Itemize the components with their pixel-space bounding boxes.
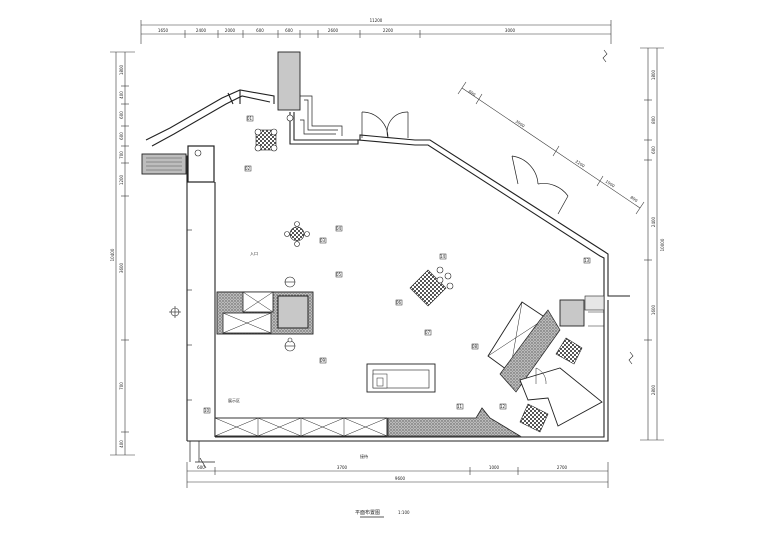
dim-diag-2: 3000 [514, 119, 526, 129]
dim-top-4: 600 [256, 28, 264, 33]
dim-left-5: 700 [119, 151, 124, 159]
lounge-chair-bottom [519, 403, 549, 433]
total-width-label: 11200 [370, 18, 383, 23]
dim-top-3: 2000 [225, 28, 236, 33]
bottom-dimension-chain [186, 462, 609, 488]
right-column-cap [584, 295, 605, 311]
entrance-double-door [361, 111, 409, 139]
dim-right-5: 1600 [651, 304, 656, 315]
tag-boxes [203, 115, 591, 414]
room-label-entry: 入口 [250, 251, 258, 256]
structural-column-top [277, 51, 301, 111]
table-set-top [254, 128, 278, 152]
dim-left-2: 400 [119, 91, 124, 99]
dim-top-6: 2600 [328, 28, 339, 33]
service-room-box [187, 145, 215, 183]
break-lines [602, 49, 634, 365]
tag-09: 09 [320, 358, 326, 363]
angled-wall-door [511, 155, 569, 215]
display-island-box [277, 295, 309, 329]
reception-door-swing [535, 367, 547, 385]
tag-03: 03 [320, 238, 326, 243]
cabinet-a-cross [242, 291, 274, 313]
dim-right-2: 800 [651, 116, 656, 124]
sofa-arm-marker [376, 377, 384, 387]
dim-top-2: 2400 [196, 28, 207, 33]
reception-desk-angled [499, 309, 561, 393]
tag-13: 13 [584, 258, 590, 263]
bottom-overall-dim: 9600 [395, 476, 406, 481]
top-dimension-chain [140, 20, 612, 44]
room-label-reception: 接待 [360, 453, 368, 459]
dim-diag-3: 2200 [574, 159, 586, 169]
dim-bottom-2: 3700 [337, 465, 348, 470]
entry-stair-lines [300, 95, 343, 136]
column-marker [286, 114, 294, 122]
dim-top-7: 2200 [383, 28, 394, 33]
dim-diag-5: 800 [629, 195, 639, 204]
left-overall-dim: 10400 [110, 248, 115, 261]
dim-diag-4: 1000 [604, 179, 616, 189]
tag-05: 05 [336, 272, 342, 277]
axis-marker [169, 306, 181, 318]
structural-column-right [559, 299, 585, 327]
tag-11: 11 [457, 404, 463, 409]
tag-10: 10 [204, 408, 210, 413]
dim-left-4: 600 [119, 132, 124, 140]
round-table-center [284, 221, 310, 247]
dim-left-8: 700 [119, 382, 124, 390]
dim-top-1: 1650 [158, 28, 169, 33]
dim-right-6: 2800 [651, 384, 656, 395]
dim-diag-1: 600 [467, 89, 477, 98]
dim-right-3: 600 [651, 146, 656, 154]
tag-06: 06 [396, 300, 402, 305]
dim-left-1: 1800 [119, 64, 124, 75]
structural-column-left [141, 153, 187, 175]
bottom-planter-hatch [387, 407, 522, 437]
dim-top-5: 600 [285, 28, 293, 33]
cabinet-b-cross [222, 312, 272, 334]
dim-bottom-3: 1000 [489, 465, 500, 470]
reception-back-wall [519, 367, 603, 427]
dim-left-6: 1200 [119, 174, 124, 185]
right-niche [588, 311, 605, 327]
service-room-fixture [194, 149, 202, 157]
right-overall-dim: 10000 [660, 238, 665, 251]
tag-12: 12 [500, 404, 506, 409]
tag-14: 14 [440, 254, 446, 259]
tag-08: 08 [472, 344, 478, 349]
left-column-hatch [146, 157, 182, 171]
dim-bottom-4: 2700 [557, 465, 568, 470]
dim-right-4: 2400 [651, 216, 656, 227]
tag-02: 02 [245, 166, 251, 171]
left-wall-ticks [187, 229, 192, 401]
room-label-display: 展示区 [228, 397, 240, 403]
drawing-scale: 1:100 [398, 510, 410, 515]
tag-01: 01 [247, 116, 253, 121]
dim-top-8: 3000 [505, 28, 516, 33]
dim-right-1: 1800 [651, 69, 656, 80]
left-dimension-chain [110, 51, 135, 456]
table-set-diamond [409, 266, 454, 307]
bottom-cabinet-divisions [214, 417, 388, 437]
dim-left-3: 600 [119, 111, 124, 119]
round-table-middle [284, 276, 296, 288]
diagonal-dimension-chain [457, 81, 645, 215]
bottom-left-door [189, 441, 215, 469]
round-table-lower [284, 337, 296, 352]
tag-07: 07 [425, 330, 431, 335]
dim-left-7: 3600 [119, 262, 124, 273]
drawing-title: 平面布置图 [355, 509, 380, 516]
right-dimension-chain [640, 47, 664, 441]
dim-bottom-1: 600 [197, 465, 205, 470]
dim-left-9: 400 [119, 440, 124, 448]
lounge-chair-right [555, 337, 583, 365]
tag-04: 04 [336, 226, 342, 231]
